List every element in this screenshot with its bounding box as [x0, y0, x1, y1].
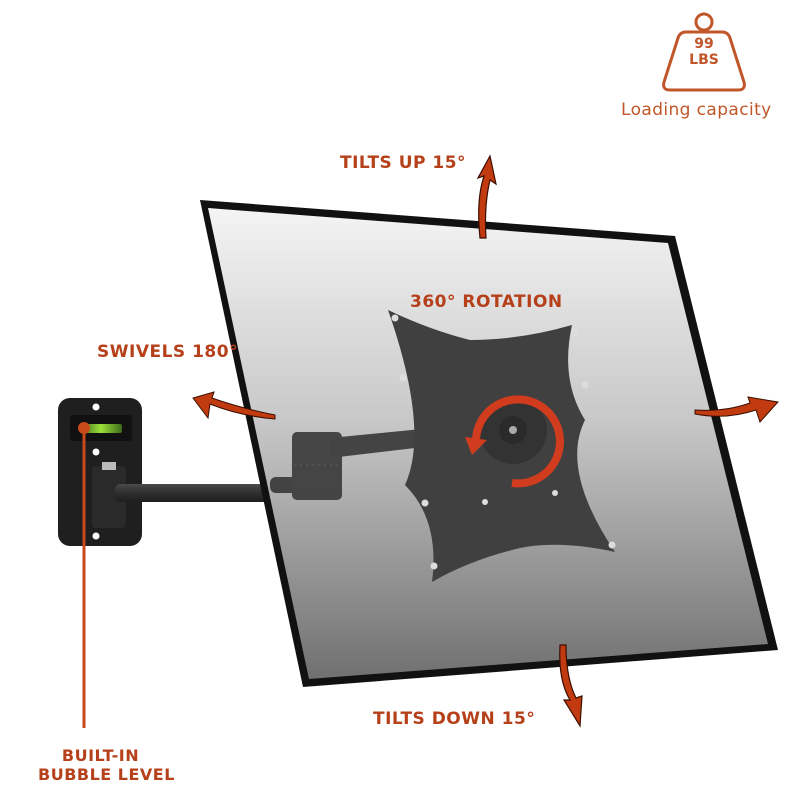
swivel-label: SWIVELS 180° [97, 342, 239, 362]
tilt-down-label: TILTS DOWN 15° [373, 709, 536, 729]
swivel-arm [115, 484, 295, 502]
vesa-mount-plate [388, 310, 616, 582]
capacity-caption: Loading capacity [621, 100, 772, 120]
rotation-label: 360° ROTATION [410, 292, 563, 312]
rotation-arrow-icon [472, 395, 564, 488]
swivel-left-arrow-icon [192, 391, 276, 420]
load-capacity-badge: 99 LBS Loading capacity [616, 8, 786, 128]
bubble-level-label-line1: BUILT-IN [61, 746, 140, 765]
capacity-unit: LBS [689, 52, 719, 68]
tilt-up-arrow-icon [476, 154, 497, 239]
weight-icon [662, 12, 746, 92]
capacity-number: 99 [694, 36, 714, 52]
capacity-value: 99 LBS [679, 36, 729, 68]
bubble-level-icon [80, 424, 122, 433]
articulating-arm [270, 428, 432, 500]
swivel-right-arrow-icon [694, 396, 779, 423]
bubble-level-label: BUILT-IN BUBBLE LEVEL [38, 746, 175, 784]
tilt-down-arrow-icon [559, 644, 583, 728]
tilt-up-label: TILTS UP 15° [340, 153, 467, 173]
bubble-level-pointer [78, 422, 90, 728]
bubble-level-label-line2: BUBBLE LEVEL [38, 765, 175, 784]
wall-plate [58, 398, 142, 546]
